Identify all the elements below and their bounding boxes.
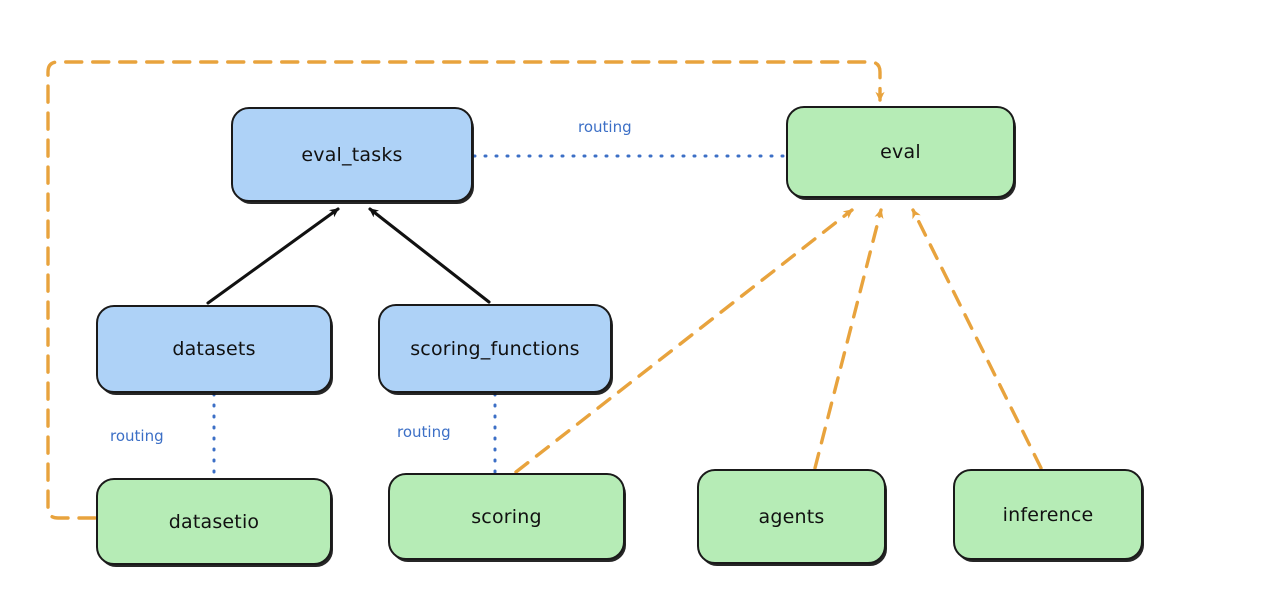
routing-edges bbox=[212, 154, 787, 479]
node-label-agents: agents bbox=[758, 505, 825, 528]
solid-edges bbox=[206, 207, 491, 305]
node-datasets[interactable]: datasets bbox=[96, 305, 332, 393]
node-label-inference: inference bbox=[1002, 503, 1094, 526]
node-datasetio[interactable]: datasetio bbox=[96, 478, 332, 565]
edge-label-routing-eval-tasks-eval: routing bbox=[578, 118, 632, 136]
node-scoring[interactable]: scoring bbox=[388, 473, 625, 560]
dependency-edge-scoring-eval bbox=[514, 208, 854, 474]
node-label-scoring-functions: scoring_functions bbox=[410, 337, 580, 360]
edge-label-routing-scoring-functions-scoring: routing bbox=[397, 423, 451, 441]
solid-edge-datasets-eval-tasks bbox=[206, 207, 340, 305]
edge-label-routing-datasets-datasetio: routing bbox=[110, 427, 164, 445]
node-inference[interactable]: inference bbox=[953, 469, 1143, 560]
node-label-datasetio: datasetio bbox=[168, 510, 260, 533]
node-label-eval-tasks: eval_tasks bbox=[301, 143, 403, 166]
node-label-scoring: scoring bbox=[471, 505, 542, 528]
node-agents[interactable]: agents bbox=[697, 469, 886, 564]
dependency-edges bbox=[46, 60, 1043, 520]
dependency-edge-agents-eval bbox=[813, 208, 884, 470]
dependency-edge-datasetio-eval bbox=[46, 60, 885, 520]
dependency-edge-inference-eval bbox=[911, 208, 1043, 470]
node-label-eval: eval bbox=[880, 141, 921, 163]
node-scoring-functions[interactable]: scoring_functions bbox=[378, 304, 612, 393]
node-label-datasets: datasets bbox=[172, 338, 256, 360]
solid-edge-scoring-functions-eval-tasks bbox=[368, 207, 491, 304]
node-eval[interactable]: eval bbox=[786, 106, 1015, 198]
node-eval-tasks[interactable]: eval_tasks bbox=[231, 107, 473, 202]
